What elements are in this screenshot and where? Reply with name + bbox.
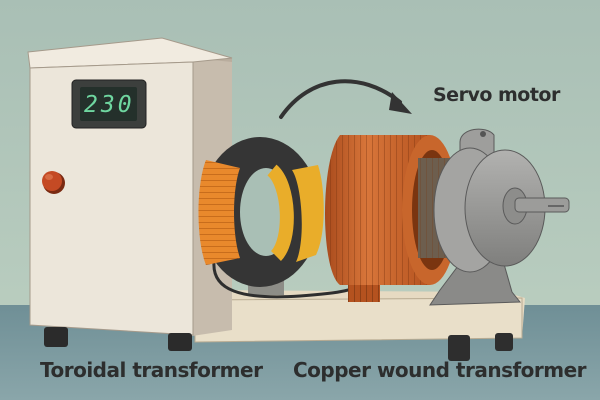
control-cabinet bbox=[27, 37, 233, 351]
servo-motor-label: Servo motor bbox=[433, 84, 560, 106]
power-button bbox=[42, 171, 65, 194]
rotation-arrow-icon bbox=[279, 79, 412, 119]
voltage-readout: 230 bbox=[84, 92, 135, 118]
copper-wound-transformer-label: Copper wound transformer bbox=[293, 358, 587, 382]
servo-motor bbox=[429, 128, 570, 306]
toroidal-transformer-label: Toroidal transformer bbox=[40, 358, 263, 382]
voltage-display bbox=[71, 79, 147, 129]
toroidal-transformer bbox=[198, 137, 324, 287]
